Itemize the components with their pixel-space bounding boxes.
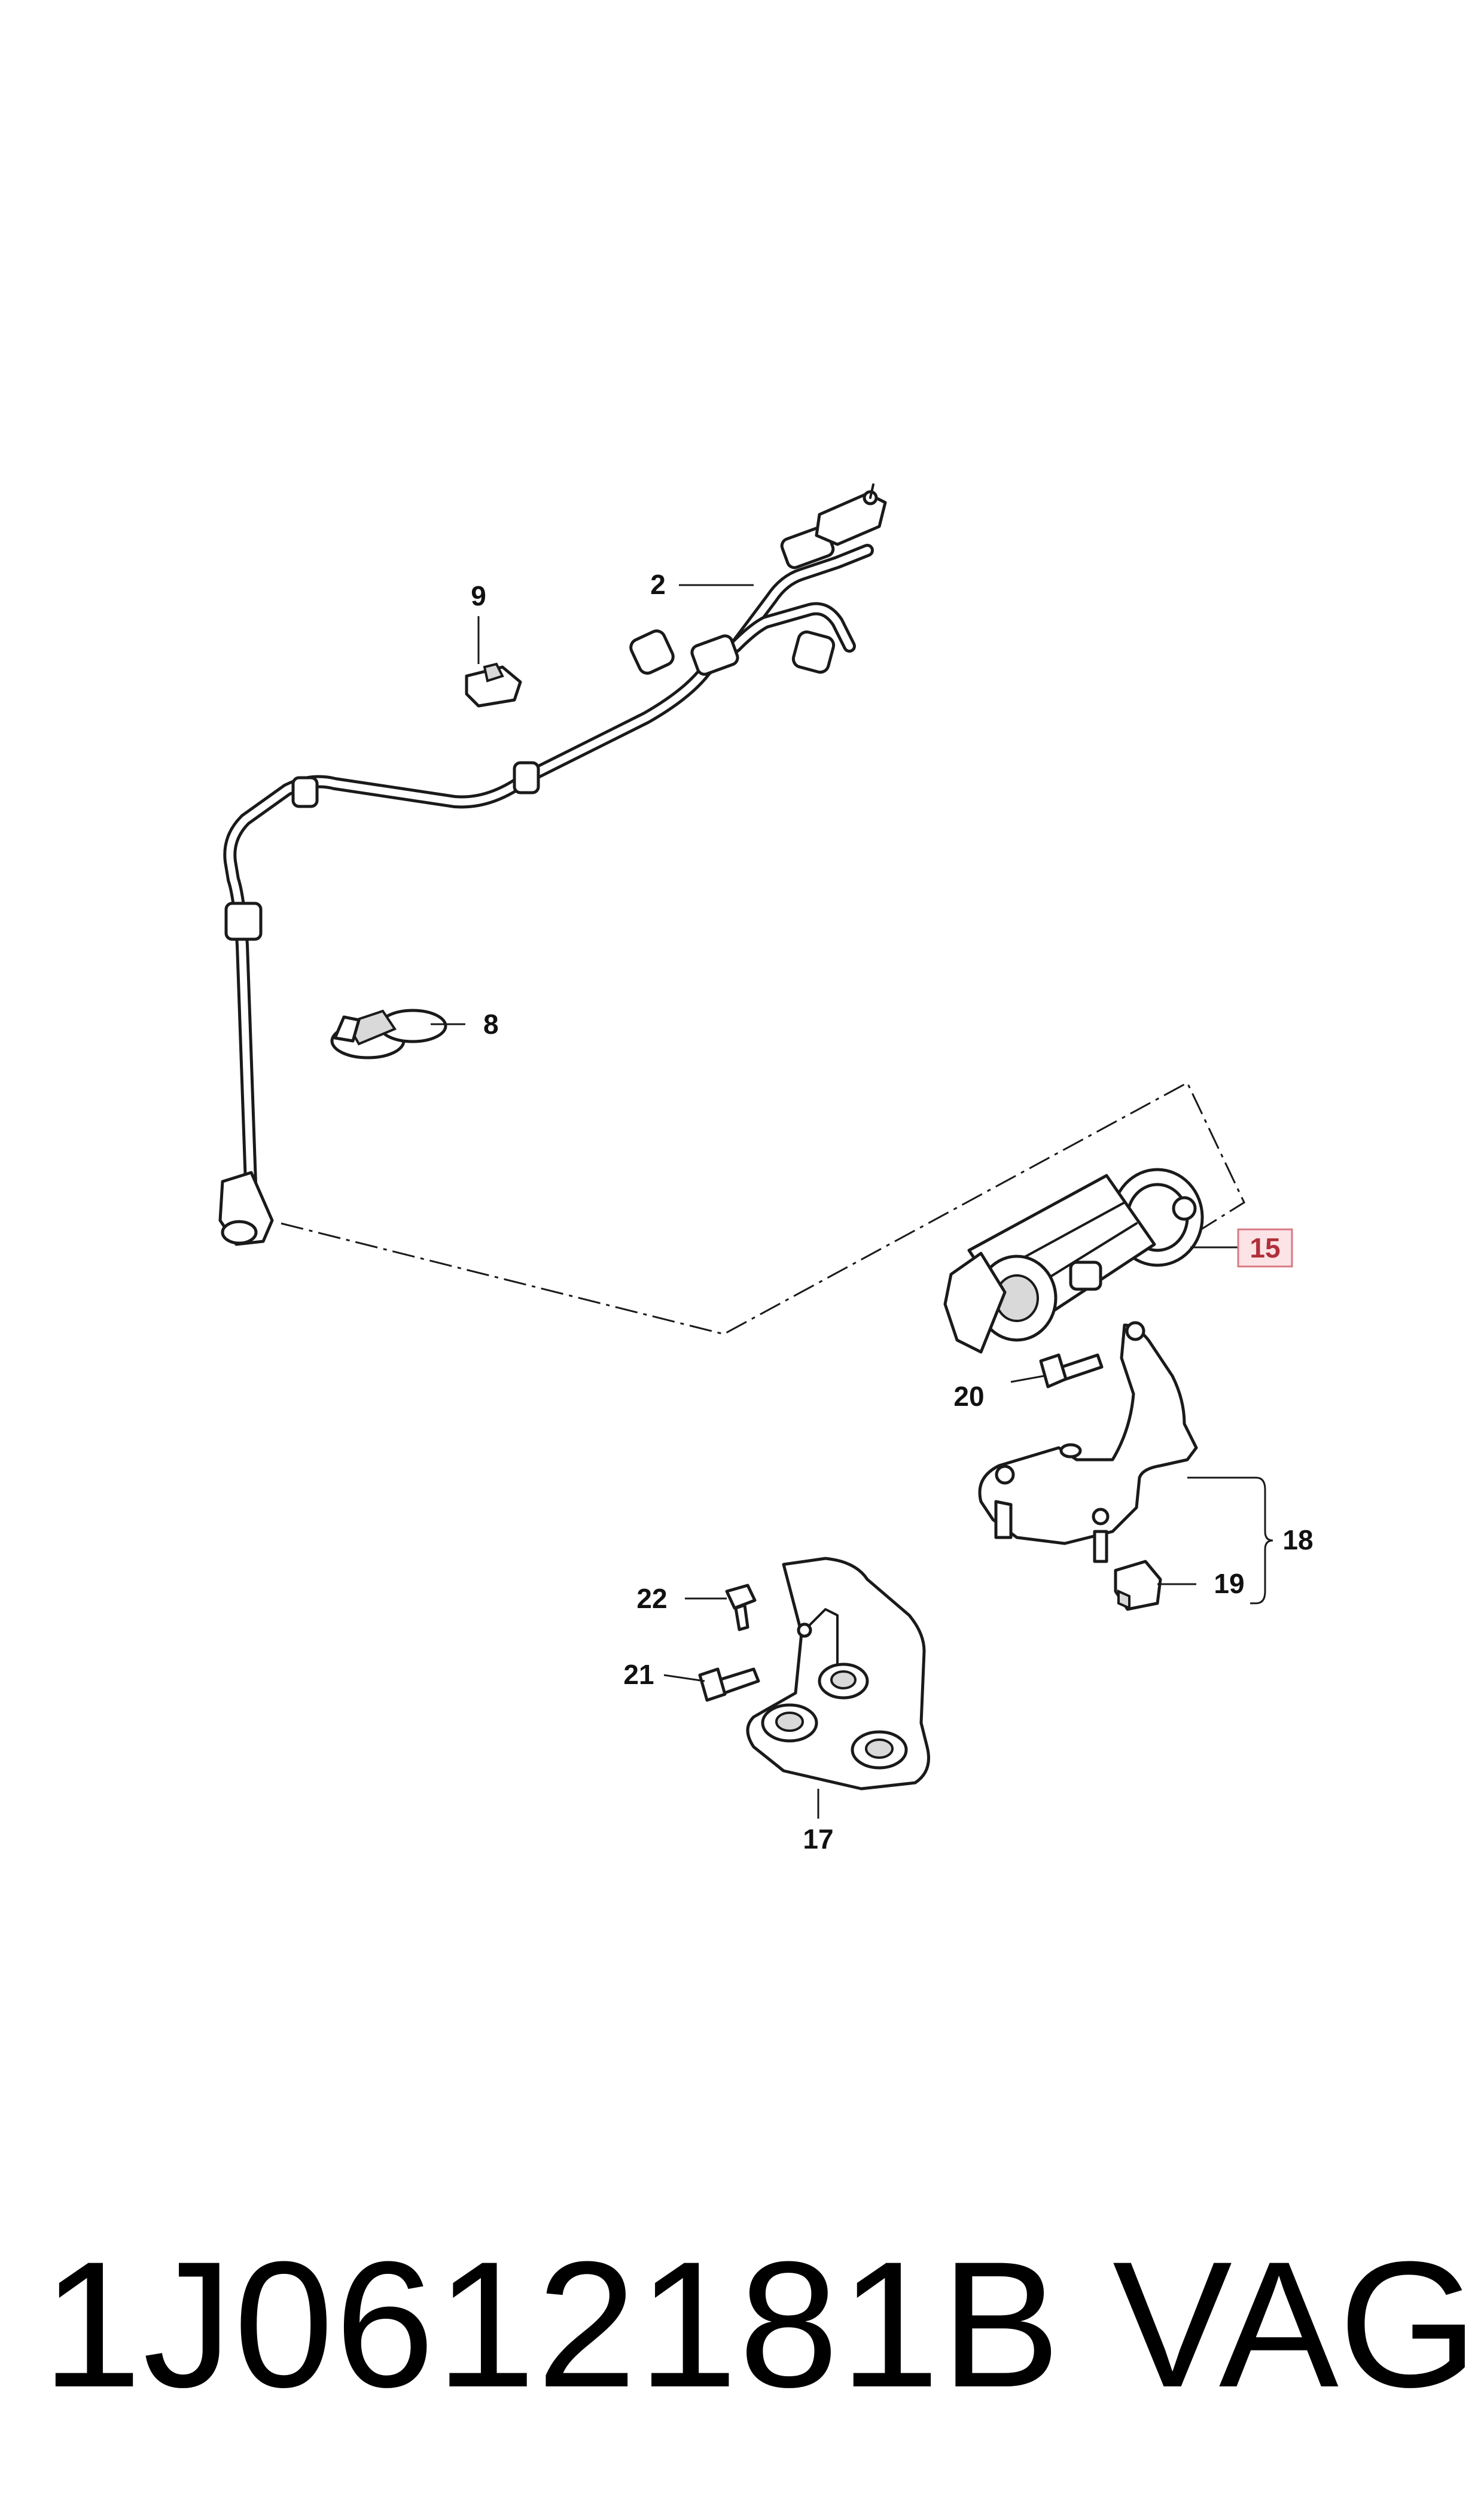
part-21-bolt (698, 1667, 760, 1702)
part-18-bracket (978, 1321, 1198, 1563)
callout-15-box (1237, 1228, 1293, 1268)
part-number: 1J0612181B (42, 2224, 1062, 2425)
leader-21 (663, 1674, 705, 1682)
callout-17[interactable]: 17 (803, 1823, 833, 1855)
part-19-grommet (1114, 1560, 1162, 1611)
callout-15-label: 15 (1250, 1232, 1280, 1263)
part-2-vacuum-hose (218, 483, 887, 1246)
part-15-vacuum-pump (943, 1168, 1204, 1354)
callout-21[interactable]: 21 (623, 1659, 654, 1690)
callout-18[interactable]: 18 (1282, 1524, 1313, 1555)
callout-20[interactable]: 20 (953, 1381, 984, 1412)
callout-15[interactable]: 15 (1190, 1228, 1293, 1268)
callout-9[interactable]: 9 (471, 580, 486, 611)
callout-19[interactable]: 19 (1214, 1568, 1244, 1599)
exploded-parts-diagram: 15 (218, 483, 1314, 1855)
callout-2[interactable]: 2 (650, 569, 666, 600)
part-8-hose-clamp (330, 1009, 447, 1059)
part-17-mounting-bracket (746, 1557, 930, 1791)
brand-name: VAG (1113, 2224, 1479, 2425)
part-22-bolt (725, 1584, 757, 1631)
bracket-brace-18 (1250, 1476, 1273, 1604)
callout-22[interactable]: 22 (636, 1583, 667, 1614)
part-20-bolt (1039, 1353, 1104, 1389)
part-9-clip (465, 662, 522, 708)
leader-20 (1010, 1375, 1044, 1383)
callout-8[interactable]: 8 (483, 1009, 499, 1040)
